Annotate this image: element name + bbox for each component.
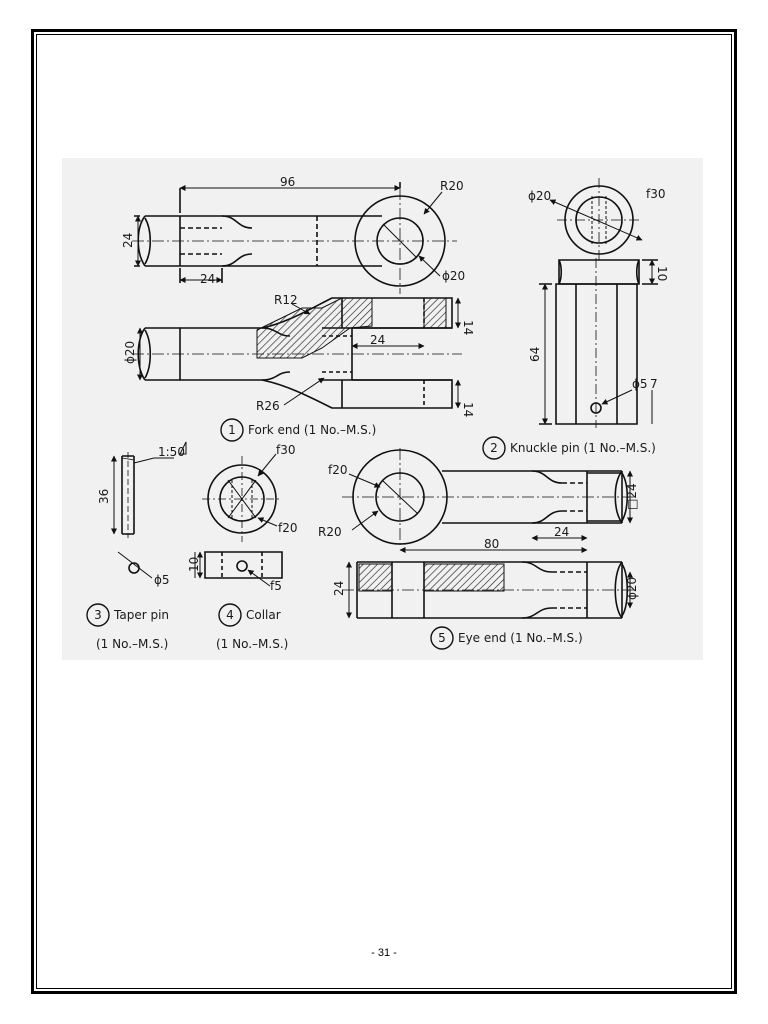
- dim-fork-r26: R26: [256, 399, 280, 413]
- collar-views: [202, 456, 283, 579]
- dim-collar-od: f30: [276, 443, 296, 457]
- part-number-circle-4: [218, 603, 242, 627]
- dim-pin-dia: ϕ20: [528, 189, 551, 203]
- dim-fork-height: 24: [121, 233, 135, 248]
- part-label-eye-end: Eye end (1 No.–M.S.): [458, 631, 583, 645]
- part-number-3: 3: [94, 608, 102, 622]
- dim-pin-head: f30: [646, 187, 666, 201]
- part-label-taper-pin: Taper pin: [113, 608, 169, 622]
- dim-fork-14b: 14: [461, 402, 475, 417]
- dim-taper-dia: ϕ5: [154, 573, 170, 587]
- part-number-1: 1: [228, 423, 236, 437]
- taper-symbol-icon: [179, 441, 187, 455]
- dim-fork-r20: R20: [440, 179, 464, 193]
- part-label-fork-end: Fork end (1 No.–M.S.): [248, 423, 376, 437]
- fork-end-top-view: [132, 182, 457, 294]
- dim-pin-head-thickness: 10: [655, 266, 669, 281]
- dim-fork-slot: 24: [200, 272, 215, 286]
- part-number-circle-5: [430, 626, 454, 650]
- part-label-collar: Collar: [246, 608, 281, 622]
- dim-collar-id: f20: [278, 521, 298, 535]
- dim-taper-ratio: 1:50: [158, 445, 185, 459]
- part-number-circle-2: [482, 436, 506, 460]
- dim-fork-r12: R12: [274, 293, 298, 307]
- dim-eye-rod-dia: ϕ20: [625, 577, 639, 600]
- part-label-knuckle-pin: Knuckle pin (1 No.–M.S.): [510, 441, 656, 455]
- page-border-outer: [31, 29, 737, 994]
- page-number: - 31 -: [371, 947, 397, 959]
- dim-eye-24: 24: [554, 525, 569, 539]
- dim-fork-length: 96: [280, 175, 295, 189]
- dim-pin-hole-offset: 7: [650, 377, 658, 391]
- dim-eye-hole: f20: [328, 463, 348, 477]
- dim-collar-hole: f5: [270, 579, 282, 593]
- dim-collar-thickness: 10: [187, 557, 201, 572]
- part-number-circle-1: [220, 418, 244, 442]
- dim-fork-eye-dia: ϕ20: [442, 269, 465, 283]
- part-number-4: 4: [226, 608, 234, 622]
- dim-eye-length: 80: [484, 537, 499, 551]
- part-sub-collar: (1 No.–M.S.): [216, 637, 288, 651]
- eye-end-top-view: [342, 448, 637, 548]
- dim-eye-square: □24: [625, 483, 639, 510]
- part-number-2: 2: [490, 441, 498, 455]
- dim-fork-24b: 24: [370, 333, 385, 347]
- dim-eye-height: 24: [332, 581, 346, 596]
- dim-fork-14a: 14: [461, 320, 475, 335]
- part-sub-taper-pin: (1 No.–M.S.): [96, 637, 168, 651]
- dim-pin-length: 64: [528, 347, 542, 362]
- dim-taper-length: 36: [97, 489, 111, 504]
- part-number-circle-3: [86, 603, 110, 627]
- dim-eye-r20: R20: [318, 525, 342, 539]
- dim-pin-hole: ϕ5: [632, 377, 648, 391]
- dim-fork-rod-dia: ϕ20: [123, 341, 137, 364]
- part-number-5: 5: [438, 631, 446, 645]
- knuckle-joint-drawing: 96 R20 24 24 ϕ20 R12 ϕ20 14 24 14 R26 ϕ2…: [62, 158, 703, 660]
- taper-pin-views: [117, 452, 153, 579]
- page-border-inner: [36, 34, 732, 989]
- dimension-lines: [111, 185, 655, 619]
